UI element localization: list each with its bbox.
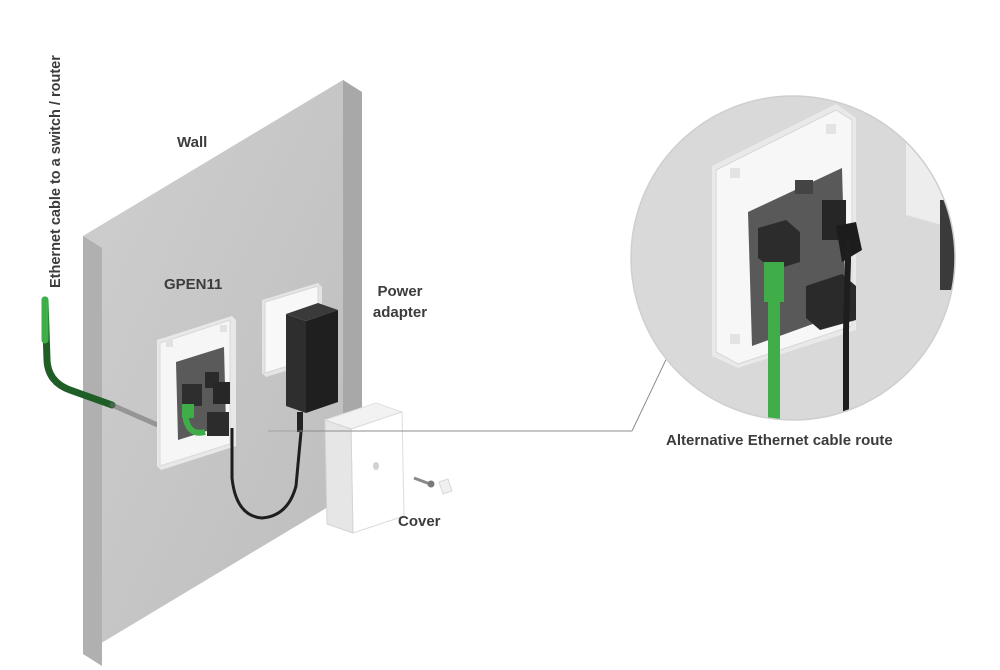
callout-line <box>268 346 673 432</box>
power-cable <box>230 428 303 520</box>
alternative-route-label: Alternative Ethernet cable route <box>666 432 893 449</box>
power-adapter <box>286 303 338 432</box>
screw-cap <box>438 478 453 495</box>
ethernet-cable-label: Ethernet cable to a switch / router <box>48 55 64 288</box>
wall-label: Wall <box>177 134 208 151</box>
device-label: GPEN11 <box>164 276 223 293</box>
cover <box>323 402 405 534</box>
power-adapter-label-line2: adapter <box>372 304 428 321</box>
ethernet-cable <box>41 296 163 429</box>
power-adapter-label-line1: Power <box>377 283 423 300</box>
wall <box>83 80 362 666</box>
power-adapter-label: Power adapter <box>360 281 440 323</box>
screw <box>413 476 435 488</box>
cover-label: Cover <box>398 513 441 530</box>
gpen11-device <box>157 316 236 470</box>
magnified-view <box>630 95 956 421</box>
